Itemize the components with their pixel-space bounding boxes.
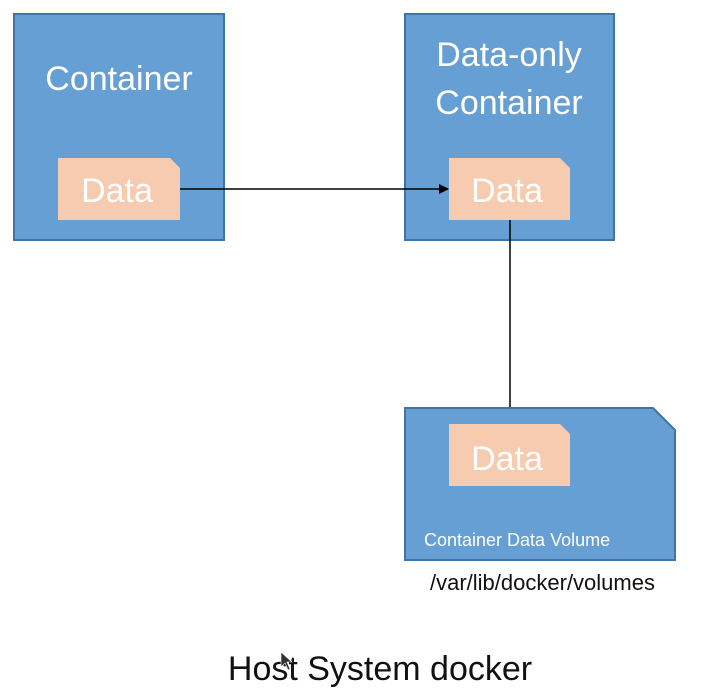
data-only-container-data-label: Data: [471, 172, 543, 210]
data-only-container-title-line1: Data-only: [436, 36, 582, 74]
volume-label: Container Data Volume: [424, 530, 610, 550]
container-data-label: Data: [81, 172, 153, 210]
data-only-container-title-line2: Container: [435, 84, 582, 122]
host-system-label: Host System docker: [228, 650, 532, 688]
container-title: Container: [45, 60, 192, 98]
volume-data-block: Data: [449, 424, 570, 486]
volume-path-label: /var/lib/docker/volumes: [430, 570, 655, 595]
container-data-block: Data: [58, 158, 180, 220]
data-only-container-box: Data-only Container Data: [404, 13, 615, 241]
data-only-container-data-block: Data: [449, 158, 570, 220]
container-box: Container Data: [13, 13, 225, 241]
container-data-volume: Data Container Data Volume: [404, 407, 676, 561]
mouse-cursor-icon: [280, 651, 293, 671]
volume-data-label: Data: [471, 440, 543, 478]
